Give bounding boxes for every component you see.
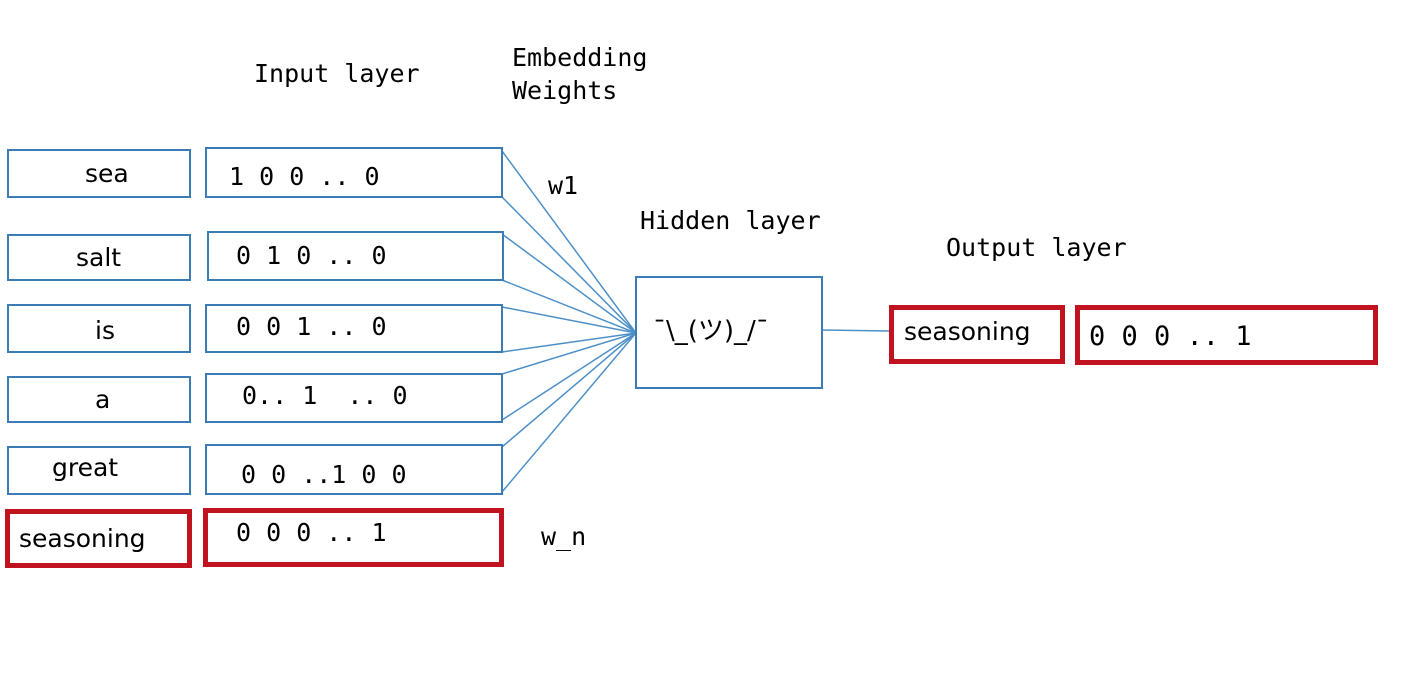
one-hot-vector-label: 0 0 1 .. 0 (236, 312, 387, 341)
input-word-label: a (95, 385, 111, 414)
embedding-weights-title: Embedding Weights (512, 43, 648, 105)
hidden-layer-content: ¯\_(ツ)_/¯ (653, 316, 769, 346)
weight-label-first: w1 (548, 171, 579, 200)
output-word-label: seasoning (904, 317, 1031, 346)
input-word-box: salt (7, 234, 191, 281)
input-word-box: great (7, 446, 191, 495)
weight-connection-line (501, 332, 637, 448)
target-vector-box: 0 0 0 .. 1 (203, 508, 504, 567)
output-vector-label: 0 0 0 .. 1 (1089, 321, 1252, 352)
weight-connection-line (501, 332, 637, 375)
input-word-label: great (52, 453, 119, 482)
weight-connection-line (501, 332, 637, 353)
weight-label-last: w_n (541, 522, 587, 551)
input-word-box: sea (7, 149, 191, 198)
weight-connection-line (501, 306, 637, 334)
one-hot-vector-label: 0 0 ..1 0 0 (241, 460, 407, 489)
output-vector-box: 0 0 0 .. 1 (1075, 305, 1378, 365)
one-hot-vector-box: 1 0 0 .. 0 (205, 147, 503, 198)
weight-connection-line (501, 332, 637, 493)
one-hot-vector-box: 0 1 0 .. 0 (207, 231, 504, 281)
one-hot-vector-box: 0 0 1 .. 0 (205, 304, 503, 353)
target-word-box: seasoning (5, 509, 192, 568)
weight-connection-line (501, 279, 637, 334)
one-hot-vector-box: 0 0 ..1 0 0 (205, 444, 503, 495)
input-word-box: is (7, 304, 191, 353)
weight-connection-line (501, 233, 637, 334)
one-hot-vector-label: 0 1 0 .. 0 (236, 241, 387, 270)
hidden-layer-box: ¯\_(ツ)_/¯ (635, 276, 823, 389)
weight-connection-line (501, 196, 637, 334)
target-word-label: seasoning (19, 524, 146, 553)
one-hot-vector-label: 1 0 0 .. 0 (229, 162, 380, 191)
input-word-label: is (95, 316, 115, 345)
input-layer-title: Input layer (254, 59, 420, 88)
input-word-label: sea (85, 159, 129, 188)
input-word-box: a (7, 376, 191, 423)
one-hot-vector-box: 0.. 1 .. 0 (205, 373, 503, 423)
input-word-label: salt (76, 243, 122, 272)
one-hot-vector-label: 0.. 1 .. 0 (242, 381, 408, 410)
hidden-layer-title: Hidden layer (640, 206, 821, 235)
weight-connection-line (501, 150, 637, 334)
weight-connection-line (501, 332, 637, 421)
output-layer-title: Output layer (946, 233, 1127, 262)
target-vector-label: 0 0 0 .. 1 (236, 518, 387, 547)
output-word-box: seasoning (889, 305, 1065, 364)
hidden-to-output-line (821, 329, 891, 332)
